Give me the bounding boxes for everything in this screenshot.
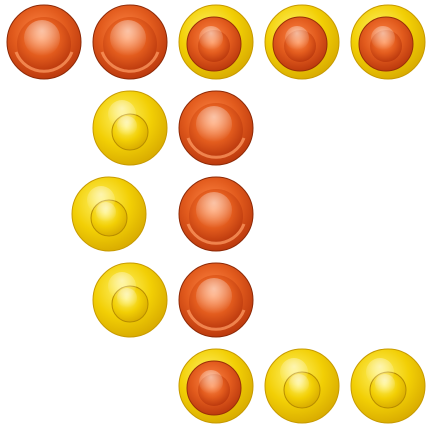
yellow-piece-icon: [264, 348, 340, 424]
yellow-piece-icon: [92, 90, 168, 166]
yellow-piece-icon: [350, 348, 426, 424]
red-piece[interactable]: [178, 262, 254, 338]
yellow-piece[interactable]: [350, 348, 426, 424]
red-piece-icon: [178, 176, 254, 252]
stacked-piece[interactable]: [178, 4, 254, 80]
yellow-piece[interactable]: [264, 348, 340, 424]
yellow-piece[interactable]: [92, 262, 168, 338]
stacked-piece-icon: [264, 4, 340, 80]
red-piece-icon: [178, 90, 254, 166]
red-piece[interactable]: [6, 4, 82, 80]
red-piece-icon: [92, 4, 168, 80]
red-piece-icon: [178, 262, 254, 338]
red-piece-icon: [6, 4, 82, 80]
stacked-piece[interactable]: [264, 4, 340, 80]
red-piece[interactable]: [92, 4, 168, 80]
yellow-piece[interactable]: [92, 90, 168, 166]
yellow-piece[interactable]: [71, 176, 147, 252]
stacked-piece[interactable]: [178, 348, 254, 424]
stacked-piece-icon: [178, 348, 254, 424]
red-piece[interactable]: [178, 176, 254, 252]
stacked-piece[interactable]: [350, 4, 426, 80]
red-piece[interactable]: [178, 90, 254, 166]
stacked-piece-icon: [178, 4, 254, 80]
stacked-piece-icon: [350, 4, 426, 80]
yellow-piece-icon: [71, 176, 146, 252]
yellow-piece-icon: [92, 262, 168, 338]
